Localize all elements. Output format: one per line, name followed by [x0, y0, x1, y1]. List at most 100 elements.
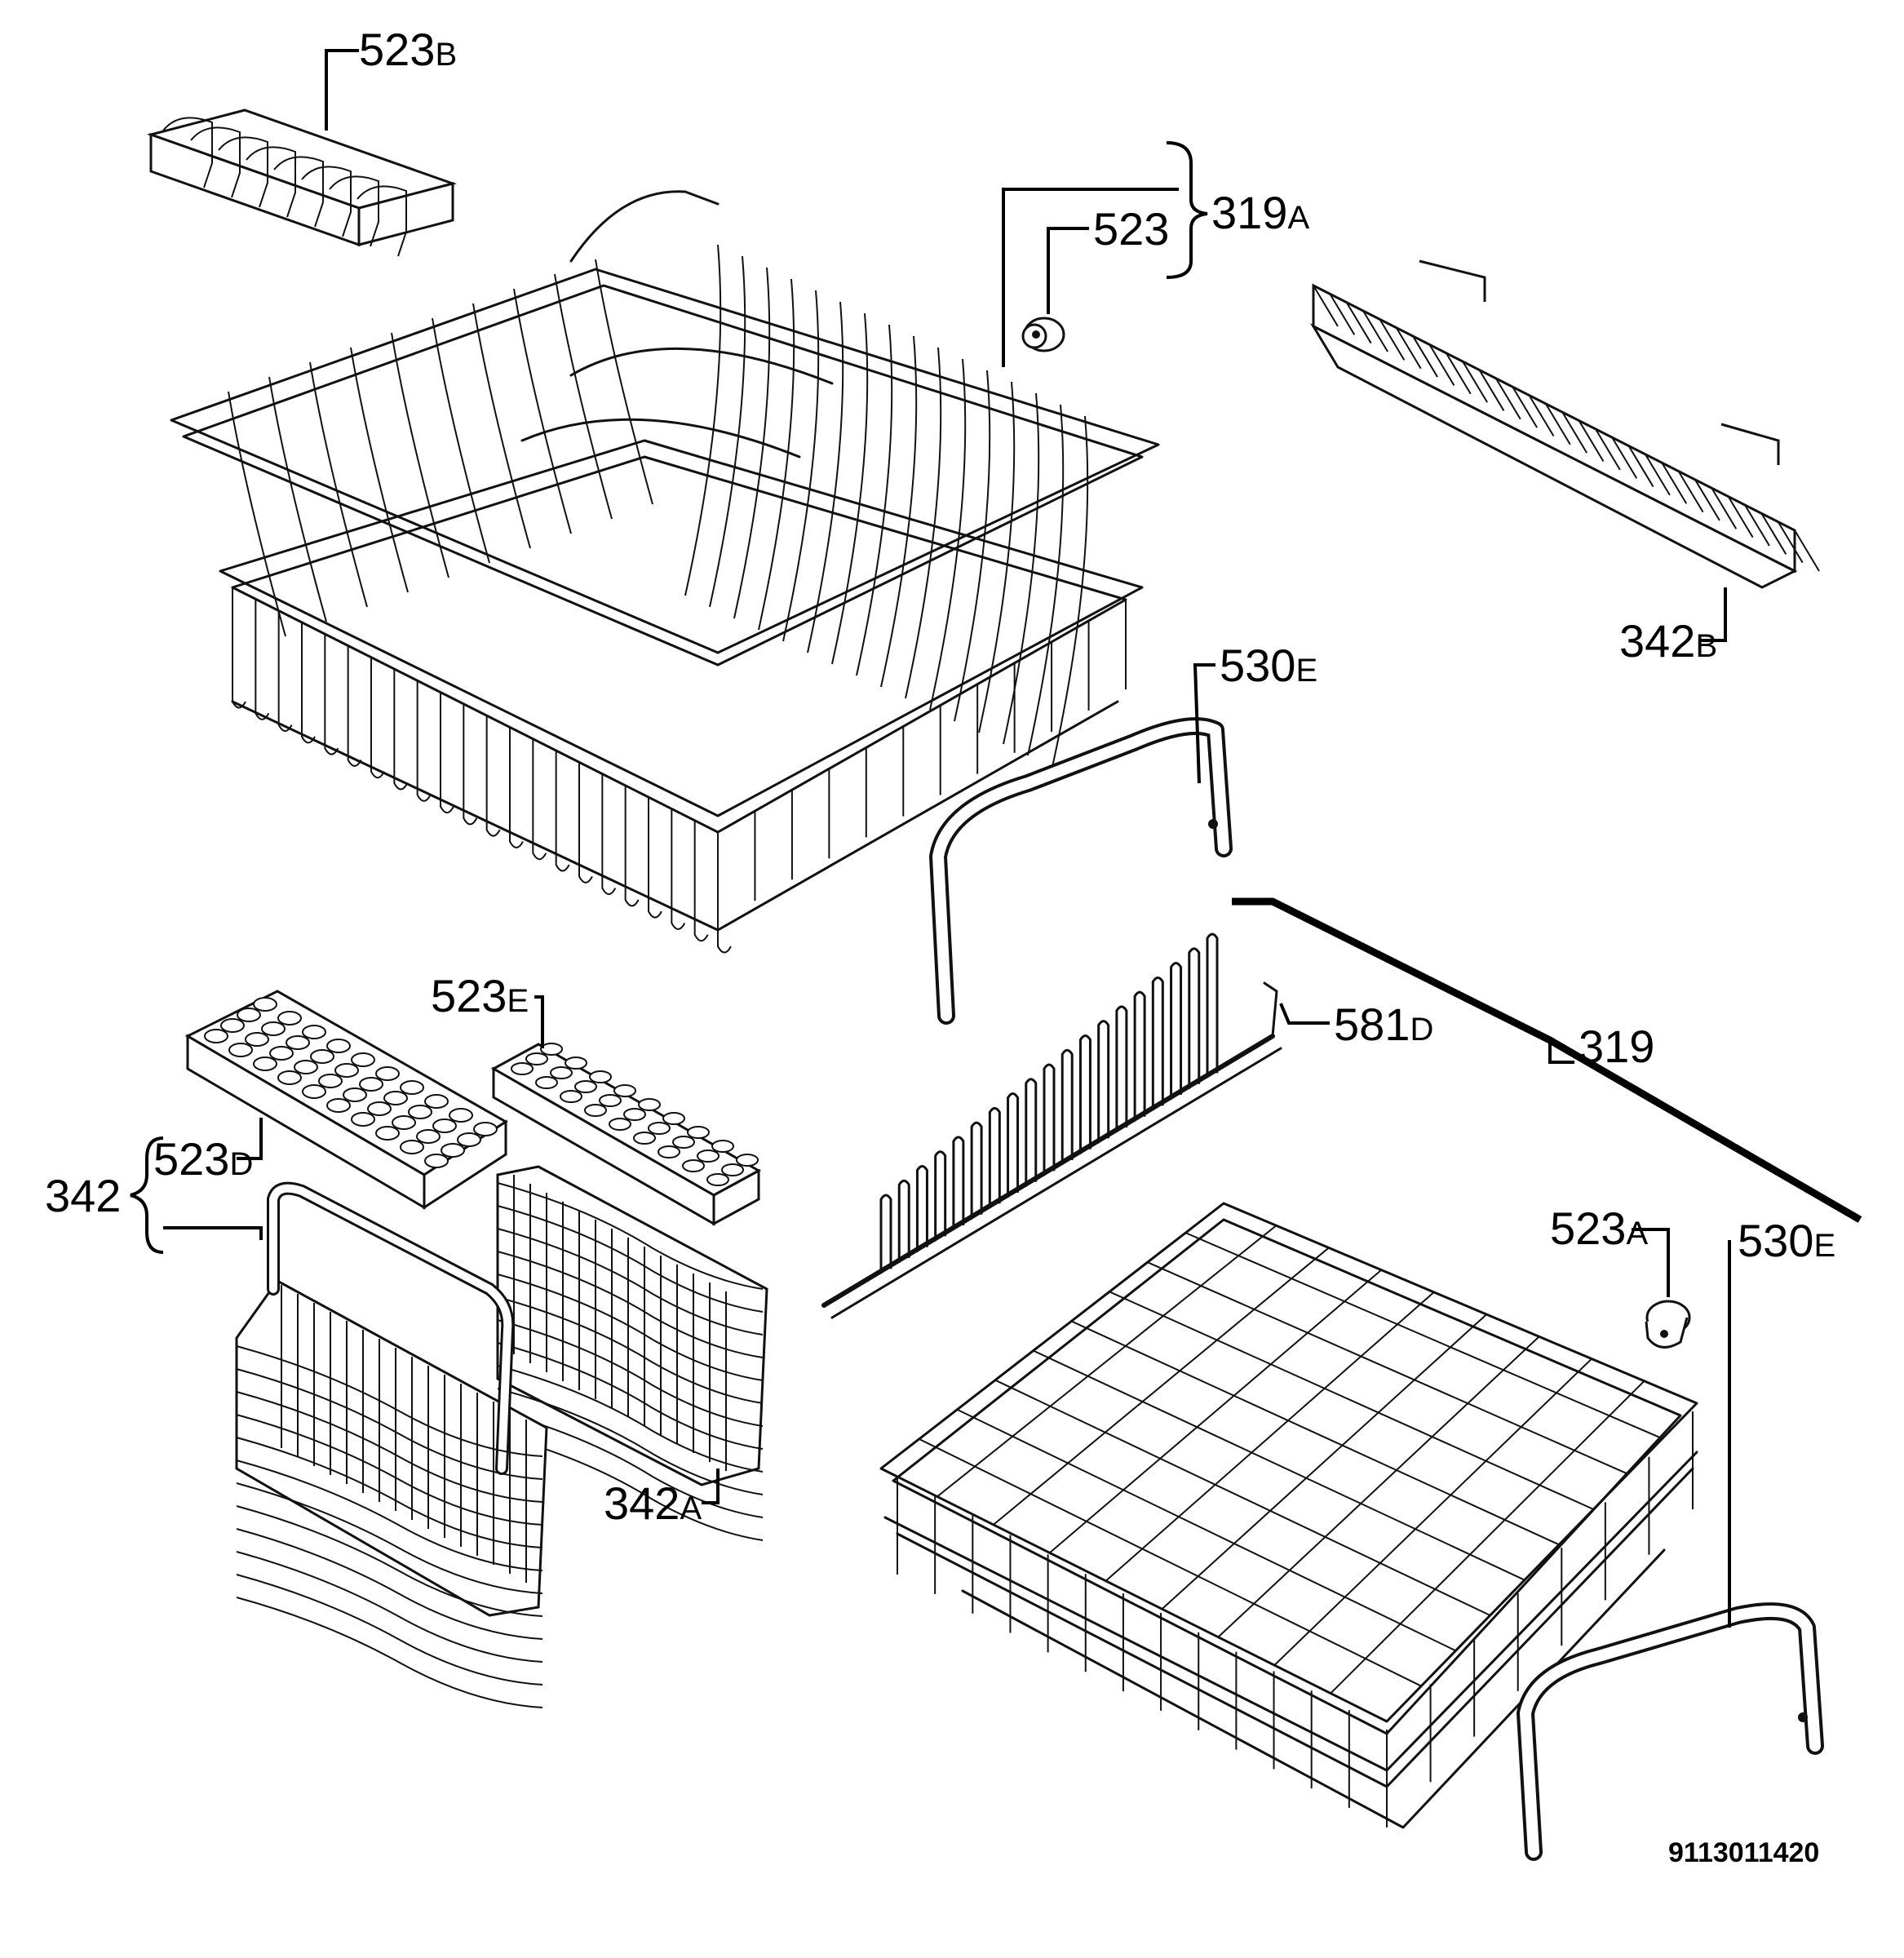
cup-grid-detail [1528, 394, 1555, 436]
upper-tines-detail [391, 332, 449, 578]
cutlery-basket [235, 1181, 548, 1708]
upper-pickets-detail [370, 657, 385, 779]
lid-small-holes-detail [633, 1132, 656, 1145]
upper-pickets-detail [717, 832, 732, 954]
comb-tines-detail [988, 1106, 1001, 1209]
callout-319A: 319A [1211, 187, 1309, 238]
cup-grid-detail [1428, 343, 1455, 386]
comb-tines-detail [1170, 962, 1183, 1101]
basket-lines-detail [236, 1505, 543, 1617]
rack-a-lines-detail [497, 1388, 764, 1495]
callout-523: 523 [1093, 203, 1169, 255]
lid-large-holes-detail [408, 1105, 432, 1119]
basket-lines-detail [236, 1551, 543, 1663]
lower-grid-detail [1109, 1291, 1594, 1510]
callout-530E-top: 530E [1220, 640, 1317, 691]
rack-a-lines-detail [497, 1228, 764, 1336]
rack-a-lines-detail [497, 1274, 764, 1381]
upper-tines-detail [905, 347, 942, 699]
cup-grid-detail [1362, 310, 1388, 352]
cup-grid-detail [1661, 462, 1688, 504]
lid-large-holes-detail [392, 1115, 416, 1130]
lower-grid-detail [1161, 1313, 1487, 1610]
upper-tines-detail [856, 324, 893, 676]
rail-bar [1232, 897, 1862, 1223]
lid-large-holes-detail [449, 1108, 473, 1123]
cup-grid-detail [1494, 378, 1521, 420]
lid-small-holes-detail [609, 1118, 631, 1131]
upper-pickets-detail [393, 669, 409, 791]
knife-teeth-detail [329, 175, 379, 247]
wheel-lower [1645, 1300, 1691, 1349]
upper-pickets-detail [277, 610, 293, 733]
lower-grid-detail [1049, 1269, 1382, 1554]
lid-small-holes-detail [613, 1084, 636, 1097]
comb-tines-detail [1060, 1048, 1074, 1166]
upper-pickets-detail [624, 785, 640, 907]
upper-tines-detail [309, 361, 368, 608]
cutlery-lid-large [184, 990, 508, 1210]
lid-small-holes-detail [638, 1098, 661, 1111]
upper-pickets-detail [347, 645, 362, 767]
lid-large-holes-detail [351, 1112, 375, 1127]
lid-large-holes-detail [432, 1119, 457, 1133]
lower-grid-detail [956, 1408, 1456, 1652]
cup-grid-detail [1645, 454, 1671, 496]
upper-pickets-detail [232, 587, 246, 709]
lid-large-holes-detail [302, 1084, 326, 1099]
rack-a-lines-detail [497, 1342, 764, 1450]
lid-small-holes-detail [697, 1150, 720, 1163]
lid-large-holes-detail [375, 1126, 400, 1141]
upper-pickets-detail [463, 703, 478, 826]
cup-grid-detail [1694, 479, 1720, 521]
lower-grid-detail [1217, 1336, 1540, 1638]
rack-a-lines-detail [497, 1296, 764, 1404]
upper-pickets-detail [301, 622, 316, 744]
cup-grid-detail [1677, 471, 1704, 513]
lid-large-holes-detail [326, 1098, 351, 1113]
comb-tines-detail [1078, 1034, 1091, 1154]
basket-lines-detail [236, 1528, 543, 1640]
comb-tines-detail [1206, 932, 1219, 1079]
rack-a-lines-detail [497, 1182, 764, 1290]
upper-pickets-detail [532, 738, 547, 861]
comb-tines-detail [915, 1164, 928, 1252]
knife-teeth-detail [246, 146, 296, 218]
lid-small-holes-detail [687, 1126, 710, 1139]
lid-large-holes-detail [318, 1074, 343, 1088]
upper-tines-detail [807, 301, 844, 653]
lid-large-holes-detail [441, 1143, 465, 1158]
lid-large-holes-detail [424, 1154, 449, 1168]
lid-small-holes-detail [706, 1173, 729, 1186]
upper-tines-detail [432, 317, 490, 564]
callout-581D: 581D [1334, 999, 1433, 1050]
lower-grid-detail [1070, 1320, 1560, 1546]
upper-tines-detail [554, 273, 613, 520]
callout-523A: 523A [1550, 1203, 1648, 1254]
knife-teeth-detail [162, 117, 213, 188]
upper-pickets-detail [255, 599, 270, 720]
callout-342: 342 [45, 1170, 121, 1221]
rack-a-lines-detail [497, 1433, 764, 1541]
comb-tines-detail [1007, 1092, 1020, 1198]
lid-small-holes-detail [599, 1094, 622, 1107]
basket-lines-detail [236, 1345, 543, 1457]
lid-large-holes-detail [228, 1043, 253, 1057]
lid-large-holes-detail [277, 1070, 302, 1085]
upper-pickets-detail [440, 692, 454, 814]
lid-small-holes-detail [584, 1104, 607, 1117]
upper-tines-detail [268, 376, 327, 622]
lid-large-holes-detail [286, 1035, 310, 1050]
comb-tines-detail [952, 1136, 965, 1231]
callout-342A: 342A [604, 1477, 702, 1529]
upper-pickets-detail [485, 715, 501, 837]
lid-small-holes-detail [574, 1080, 597, 1093]
cup-grid-detail [1379, 318, 1406, 361]
upper-tines-detail [1052, 415, 1089, 768]
lid-small-holes-detail [658, 1145, 680, 1158]
handle-lower [1517, 1602, 1824, 1861]
upper-pickets-detail [601, 773, 617, 896]
callout-523B: 523B [359, 24, 457, 75]
lid-small-holes-detail [648, 1122, 671, 1135]
